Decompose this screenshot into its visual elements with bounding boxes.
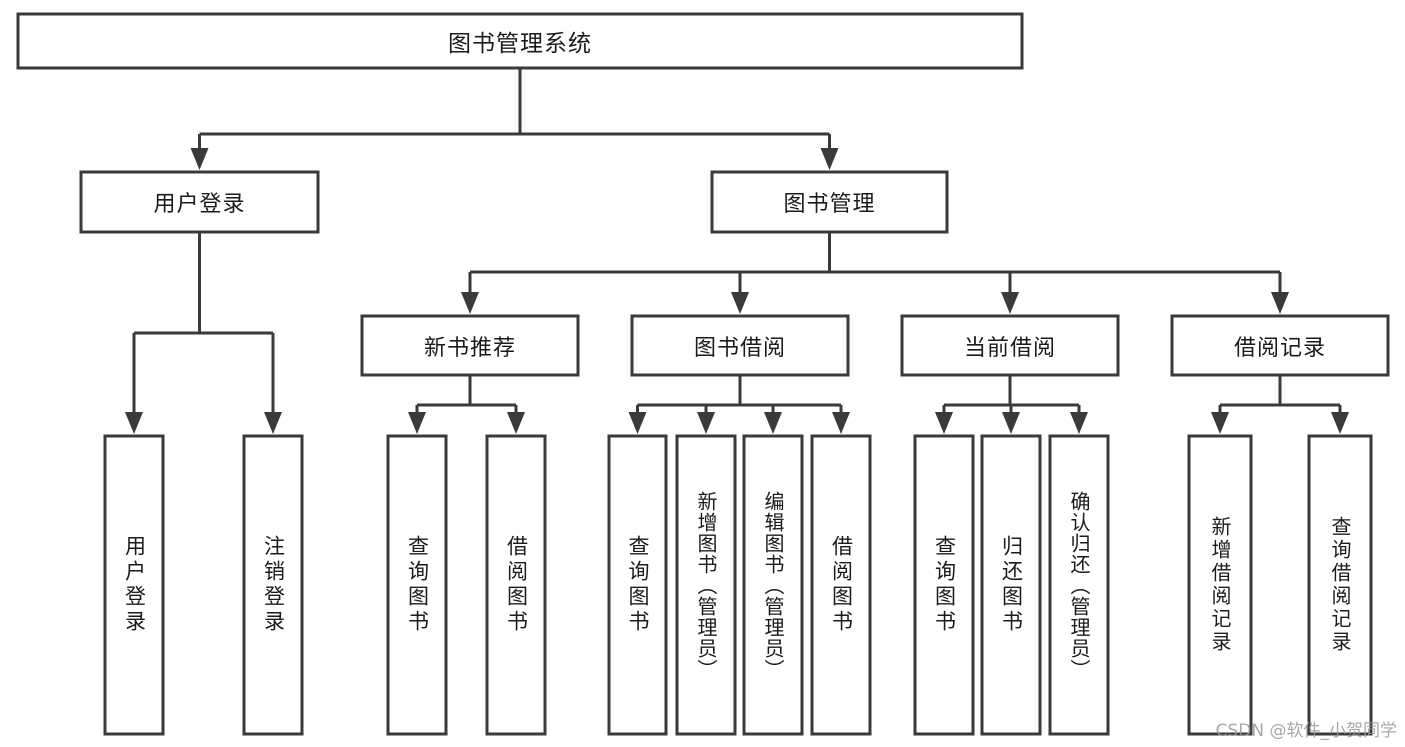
arrow-head-icon <box>1211 412 1229 434</box>
node-box-l-rec-1[interactable] <box>1187 434 1253 736</box>
node-box-n-books[interactable] <box>710 170 949 234</box>
node-box-l-login-1[interactable] <box>103 434 165 736</box>
node-box-l-bor-4[interactable] <box>810 434 872 736</box>
arrow-head-icon <box>1001 292 1019 314</box>
node-box-l-new-2[interactable] <box>485 434 547 736</box>
arrow-head-icon <box>125 412 143 434</box>
arrow-head-icon <box>935 412 953 434</box>
node-box-n-login[interactable] <box>79 170 320 234</box>
arrow-head-icon <box>628 412 647 434</box>
node-box-l-bor-1[interactable] <box>607 434 668 736</box>
node-box-l-bor-2[interactable] <box>675 434 737 736</box>
node-box-root[interactable] <box>16 12 1024 70</box>
arrow-head-icon <box>1070 412 1088 434</box>
arrow-head-icon <box>1002 412 1020 434</box>
arrow-head-icon <box>1271 292 1289 314</box>
arrow-head-icon <box>1331 412 1349 434</box>
node-box-n-newbook[interactable] <box>360 314 580 377</box>
arrow-head-icon <box>264 412 282 434</box>
node-box-l-cur-3[interactable] <box>1048 434 1110 736</box>
node-box-n-record[interactable] <box>1170 314 1390 377</box>
arrow-head-icon <box>697 412 715 434</box>
connector-layer <box>125 68 1349 434</box>
node-box-n-borrow[interactable] <box>630 314 850 377</box>
node-box-l-login-2[interactable] <box>242 434 304 736</box>
node-box-l-cur-2[interactable] <box>980 434 1042 736</box>
node-box-l-rec-2[interactable] <box>1307 434 1373 736</box>
node-box-l-cur-1[interactable] <box>913 434 975 736</box>
arrow-head-icon <box>764 412 782 434</box>
arrow-head-icon <box>408 412 426 434</box>
node-box-layer <box>16 12 1390 736</box>
arrow-head-icon <box>731 292 749 314</box>
arrow-head-icon <box>507 412 525 434</box>
node-box-l-bor-3[interactable] <box>742 434 804 736</box>
arrow-head-icon <box>820 148 839 170</box>
arrow-head-icon <box>461 292 479 314</box>
node-box-n-current[interactable] <box>900 314 1120 377</box>
arrow-head-icon <box>832 412 850 434</box>
arrow-head-icon <box>190 148 209 170</box>
node-box-l-new-1[interactable] <box>386 434 448 736</box>
